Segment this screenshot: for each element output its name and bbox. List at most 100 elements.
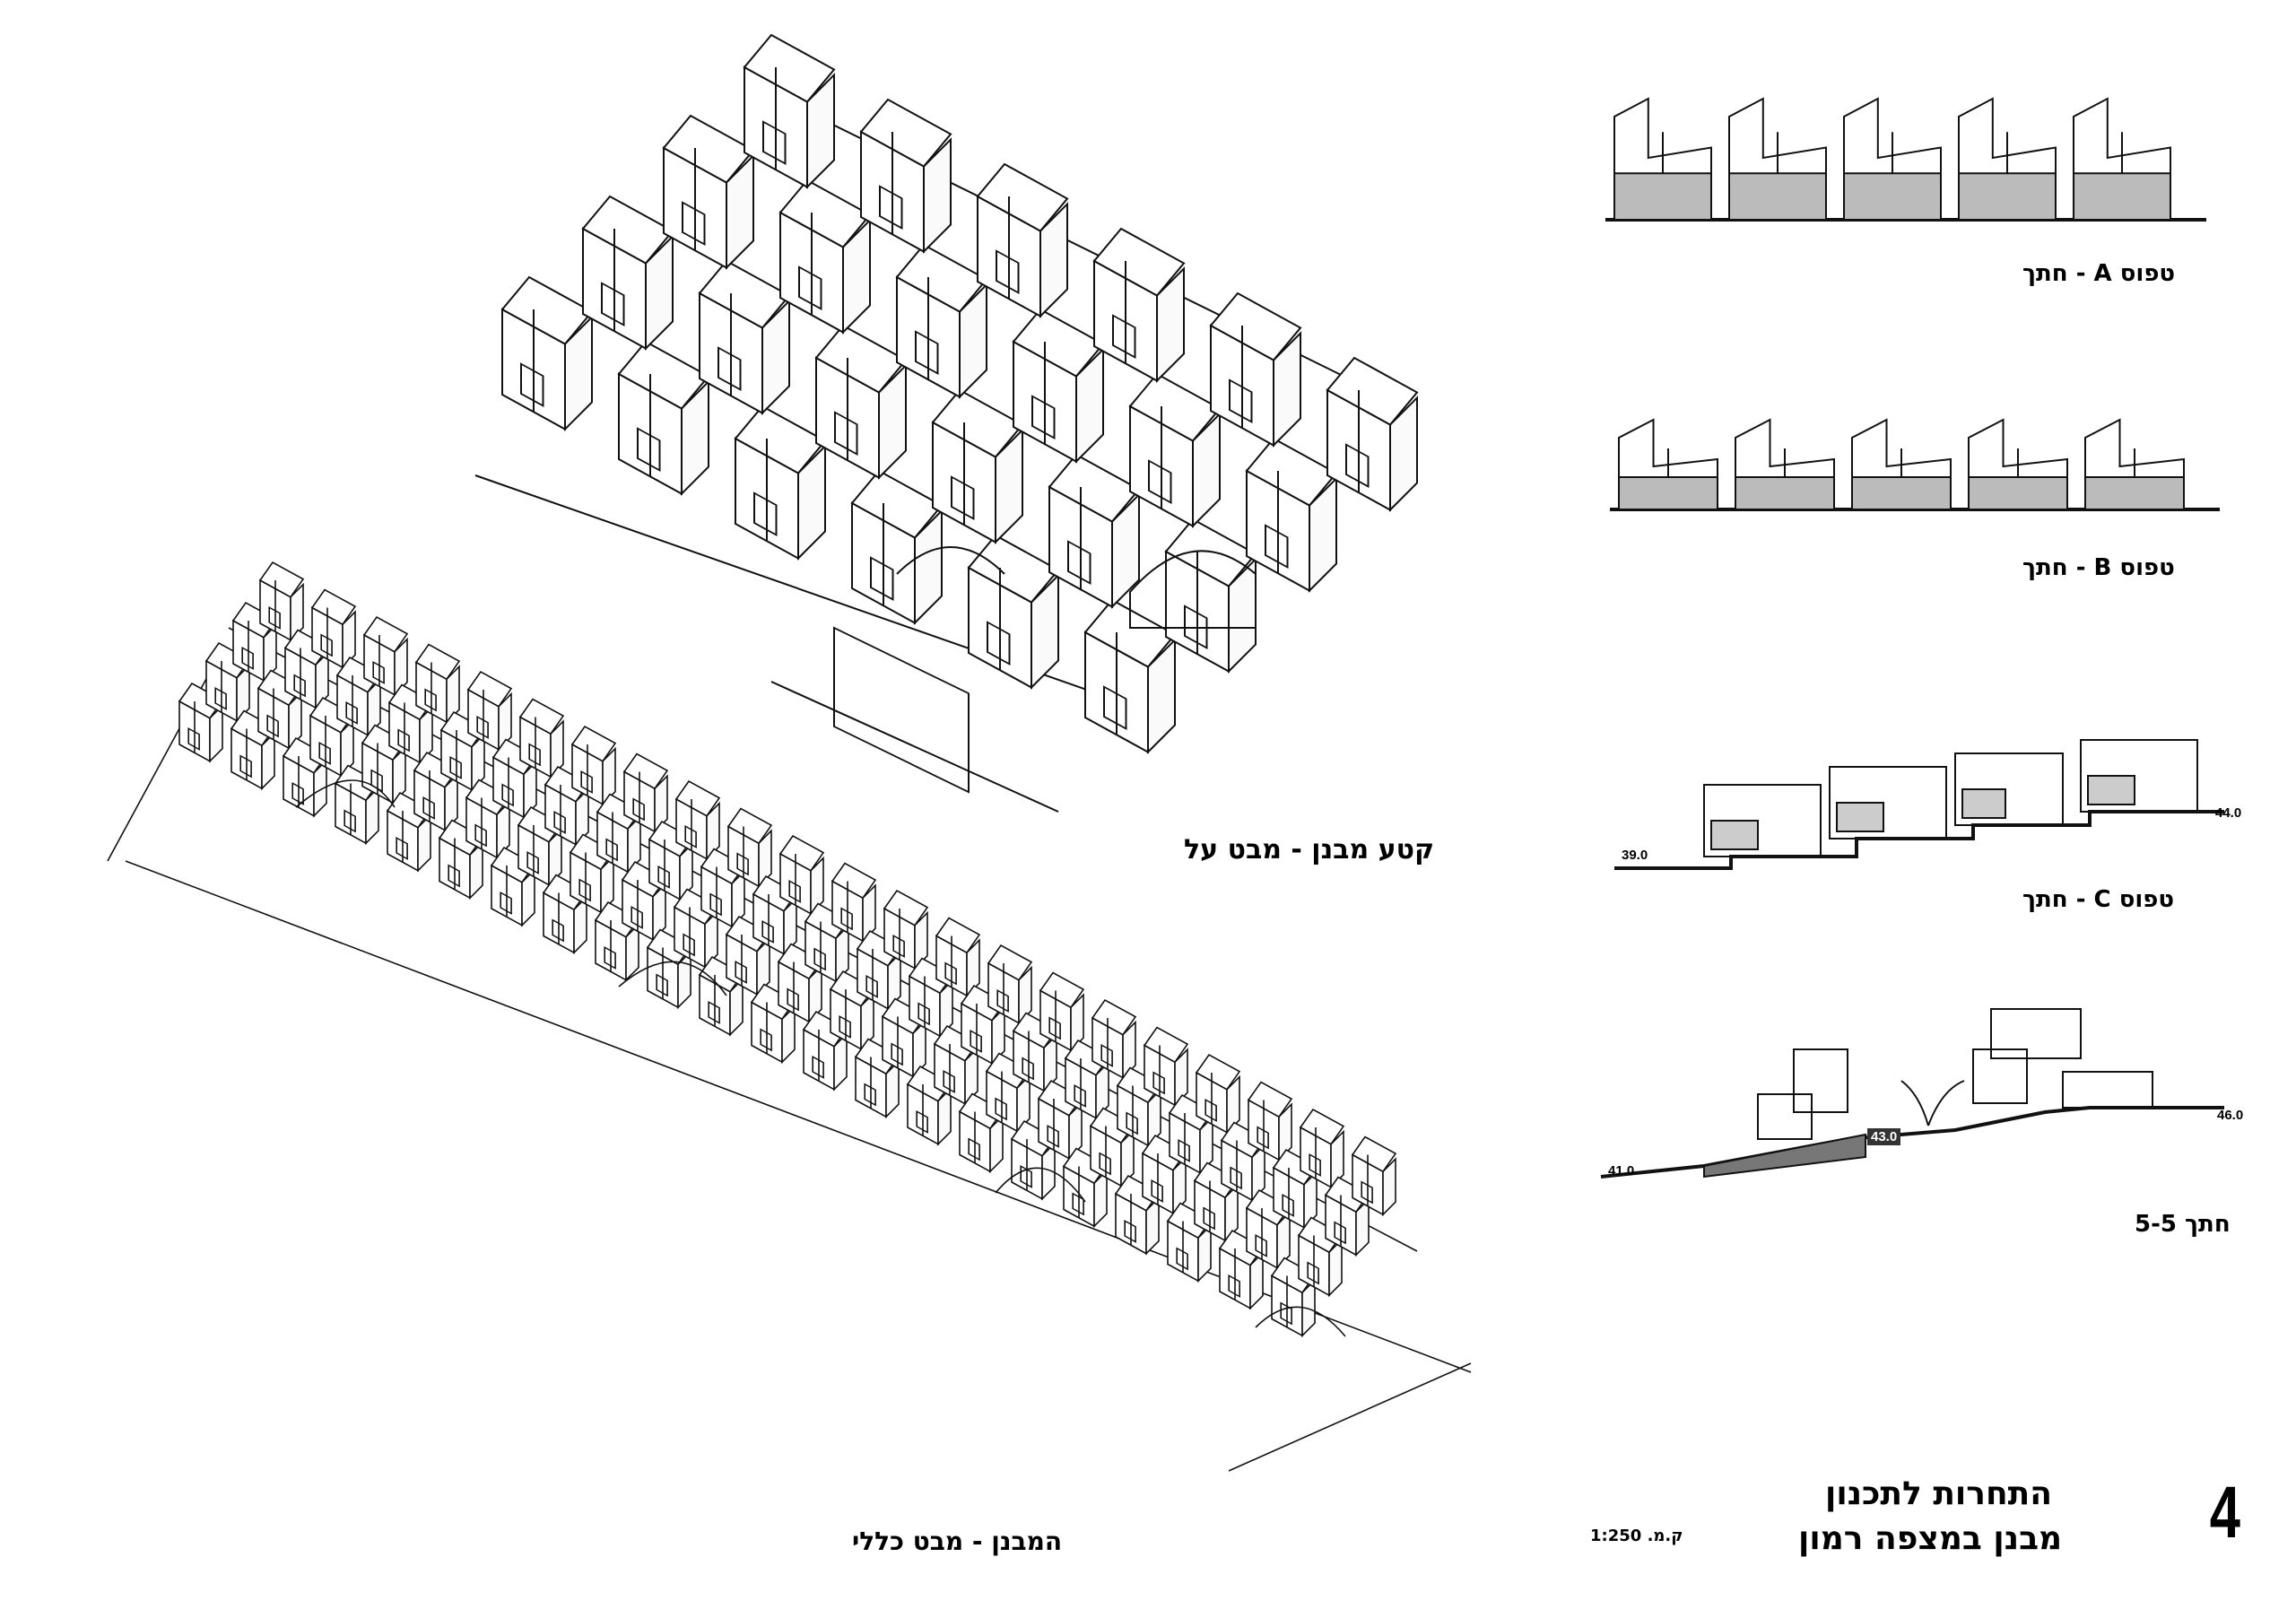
section-cut [1968, 476, 2068, 510]
section-house [1972, 1048, 2028, 1104]
parking-edge [107, 645, 225, 862]
housing-unit [1209, 291, 1302, 448]
sheet-title-line2: מבנן במצפה רמון [1798, 1520, 2063, 1557]
housing-unit [831, 862, 877, 944]
housing-unit [752, 874, 798, 956]
housing-unit [1012, 1012, 1058, 1093]
section-cut [2073, 172, 2171, 221]
section-cut [2084, 476, 2185, 510]
housing-unit [542, 874, 588, 955]
housing-unit [414, 643, 461, 725]
housing-unit [1326, 356, 1419, 512]
section-house [1829, 766, 1947, 839]
housing-unit [648, 820, 694, 901]
ground-line [1614, 810, 2224, 870]
street-edge [474, 474, 1167, 718]
building-sections [1600, 97, 2224, 1179]
courtyard-arch [995, 1167, 1086, 1203]
housing-unit [854, 1038, 900, 1119]
housing-unit [622, 752, 669, 834]
window [1961, 788, 2006, 819]
section-house [1703, 784, 1822, 857]
housing-unit [257, 669, 303, 751]
section-house [1990, 1008, 2082, 1059]
roof-profile [1728, 97, 1827, 174]
housing-unit [931, 388, 1024, 544]
housing-unit [933, 1024, 979, 1106]
housing-unit [617, 340, 710, 496]
housing-unit [734, 404, 827, 561]
housing-unit [1164, 518, 1257, 674]
housing-unit [1195, 1053, 1241, 1135]
housing-unit [743, 33, 836, 189]
section-house [1954, 752, 2064, 826]
housing-unit [967, 534, 1060, 690]
housing-unit [569, 833, 615, 915]
housing-unit [387, 683, 434, 765]
housing-unit [1048, 453, 1141, 609]
housing-unit [895, 243, 988, 399]
housing-unit [518, 698, 565, 779]
level-39: 39.0 [1622, 848, 1648, 863]
roof-profile [1613, 97, 1712, 174]
window [2087, 775, 2135, 805]
housing-unit [231, 601, 278, 683]
parking-edge [1228, 1362, 1472, 1472]
section-house [2080, 739, 2198, 813]
palm-tree [1900, 1080, 1965, 1127]
housing-unit [1270, 1257, 1317, 1338]
housing-unit [906, 1065, 952, 1146]
housing-unit [596, 793, 642, 874]
section-c-caption: טפוס C - חתך [2022, 886, 2175, 913]
housing-unit [1083, 598, 1177, 754]
section-cut [1613, 172, 1712, 221]
section-a-caption: טפוס A - חתך [2022, 260, 2176, 287]
housing-unit [491, 738, 538, 820]
section-cut [1735, 476, 1835, 510]
housing-unit [673, 888, 719, 970]
housing-unit [1039, 971, 1085, 1053]
section-house [1793, 1048, 1848, 1113]
section-house [1757, 1093, 1813, 1140]
housing-unit [859, 98, 952, 254]
housing-unit [976, 162, 1069, 318]
housing-unit [985, 1052, 1031, 1134]
housing-unit [594, 900, 640, 982]
ground-line [1600, 1106, 2224, 1179]
section-cut [1728, 172, 1827, 221]
scale-label: ק.מ. 1:250 [1590, 1527, 1683, 1545]
housing-unit [1299, 1108, 1345, 1189]
cut-fill [1703, 1133, 1866, 1179]
housing-unit [1062, 1147, 1109, 1229]
level-44: 44.0 [2215, 805, 2242, 821]
section-b-drawing [1610, 418, 2220, 511]
housing-unit [1245, 437, 1338, 593]
housing-unit [413, 751, 459, 832]
sheet-title-line1: התחרות לתכנון [1825, 1475, 2053, 1512]
sheet-number: 4 [2209, 1472, 2240, 1553]
section-b-caption: טפוס B - חתך [2022, 554, 2175, 581]
housing-unit [778, 834, 825, 916]
housing-unit [621, 860, 667, 942]
housing-unit [1092, 227, 1186, 383]
section-5-5-caption: חתך 5-5 [2135, 1211, 2231, 1238]
housing-unit [881, 997, 927, 1079]
housing-unit [1247, 1081, 1293, 1162]
housing-unit [570, 725, 617, 806]
window [1836, 802, 1884, 832]
housing-unit [908, 957, 954, 1039]
roof-profile [1735, 418, 1835, 477]
housing-unit [1128, 372, 1222, 528]
level-46: 46.0 [2217, 1108, 2244, 1123]
section-cut [1851, 476, 1952, 510]
housing-unit [1168, 1093, 1214, 1175]
housing-unit [662, 114, 755, 270]
housing-unit [466, 670, 513, 752]
courtyard-arch [896, 546, 1005, 575]
housing-unit [778, 178, 872, 335]
roof-profile [1851, 418, 1952, 477]
courtyard-arch [618, 961, 727, 996]
housing-unit [1245, 1188, 1292, 1270]
housing-unit [726, 807, 773, 889]
